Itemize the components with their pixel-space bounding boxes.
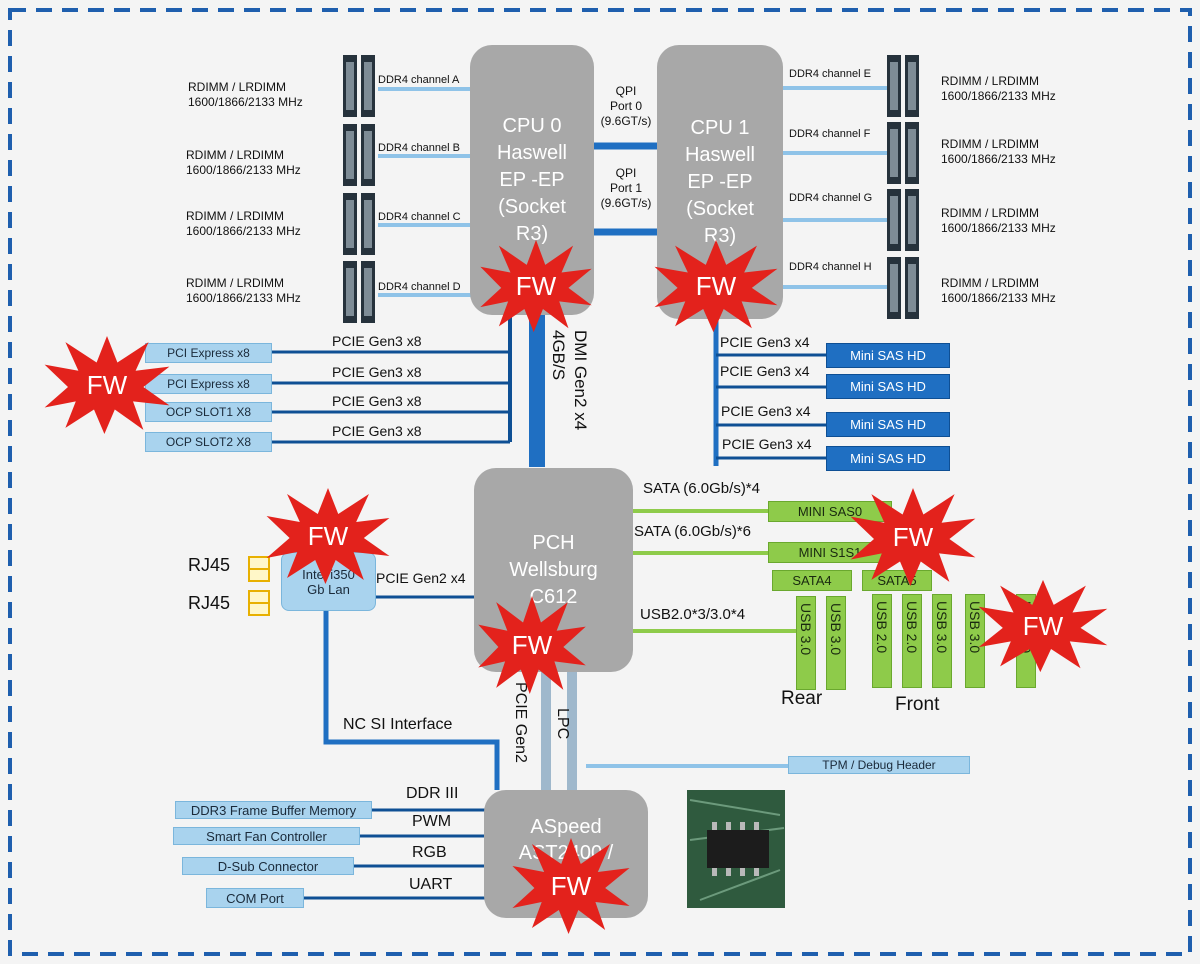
pcie-gen2-label: PCIE Gen2 [512,682,529,763]
usb-port-4: USB 2.0 [902,594,922,688]
fw-starburst-aspeed: FW [510,836,632,936]
usb-port-6: USB 3.0 [965,594,985,688]
ddr3-link-label: DDR III [406,785,459,802]
rear-label: Rear [781,688,823,709]
sas-link-4: PCIE Gen3 x4 [722,436,812,452]
pch-label: PCH Wellsburg C612 [509,531,598,608]
fw-starburst-pch: FW [476,594,588,696]
pcie-slot-2: PCI Express x8 [145,374,272,394]
fw-starburst-pcie: FW [42,334,172,436]
pcie-link-1: PCIE Gen3 x8 [332,333,422,349]
ncsi-label: NC SI Interface [343,716,453,733]
usb-port-5: USB 3.0 [932,594,952,688]
pwm-link-label: PWM [412,813,452,830]
dimm-h-label: RDIMM / LRDIMM 1600/1866/2133 MHz [941,276,1056,305]
ddr4-channel-a: DDR4 channel A [378,74,460,86]
com-port-box: COM Port [206,888,304,908]
pcie-link-4: PCIE Gen3 x8 [332,423,422,439]
pcie-link-3: PCIE Gen3 x8 [332,393,422,409]
pcie-link-2: PCIE Gen3 x8 [332,364,422,380]
dimm-c-label: RDIMM / LRDIMM 1600/1866/2133 MHz [186,209,301,238]
ddr4-channel-c: DDR4 channel C [378,211,461,223]
sata4-box: SATA4 [772,570,852,591]
fw-starburst-cpu1: FW [652,238,780,334]
rj45-port-icon [248,568,270,582]
ddr4-channel-e: DDR4 channel E [789,68,871,80]
mini-s1s1-box: MINI S1S1 [768,542,892,563]
lpc-label: LPC [554,708,571,740]
ddr4-channel-b: DDR4 channel B [378,142,460,154]
mini-sas0-box: MINI SAS0 [768,501,892,522]
sas-link-3: PCIE Gen3 x4 [721,403,811,419]
rj45-label-1: RJ45 [188,555,231,575]
tpm-debug-header-box: TPM / Debug Header [788,756,970,774]
smart-fan-controller-box: Smart Fan Controller [173,827,360,845]
mini-sas-hd-2: Mini SAS HD [826,374,950,399]
mini-sas-hd-1: Mini SAS HD [826,343,950,368]
mini-sas-hd-4: Mini SAS HD [826,446,950,471]
qpi1-label: QPI Port 1 (9.6GT/s) [600,166,652,210]
dimm-d-label: RDIMM / LRDIMM 1600/1866/2133 MHz [186,276,301,305]
qpi0-label: QPI Port 0 (9.6GT/s) [600,84,652,128]
ocp-slot-1: OCP SLOT1 X8 [145,402,272,422]
cpu1-label: CPU 1 Haswell EP -EP (Socket R3) [684,116,756,247]
dmi-label: DMI Gen2 x4 4GB/S [549,330,590,431]
mini-sas-hd-3: Mini SAS HD [826,412,950,437]
dimm-e-label: RDIMM / LRDIMM 1600/1866/2133 MHz [941,74,1056,103]
sas-link-1: PCIE Gen3 x4 [720,334,810,350]
dimm-icons-left [343,55,375,323]
ddr3-frame-buffer-box: DDR3 Frame Buffer Memory [175,801,372,819]
ddr4-channel-f: DDR4 channel F [789,128,871,140]
sata-link-1: SATA (6.0Gb/s)*4 [643,480,760,497]
ddr4-channel-g: DDR4 channel G [789,192,873,204]
fw-starburst-usb: FW [976,578,1110,674]
usb-port-2: USB 3.0 [826,596,846,690]
dimm-b-label: RDIMM / LRDIMM 1600/1866/2133 MHz [186,148,301,177]
sata-link-2: SATA (6.0Gb/s)*6 [634,523,751,540]
usb-link: USB2.0*3/3.0*4 [640,606,746,623]
dimm-g-label: RDIMM / LRDIMM 1600/1866/2133 MHz [941,206,1056,235]
dimm-f-label: RDIMM / LRDIMM 1600/1866/2133 MHz [941,137,1056,166]
ddr4-channel-h: DDR4 channel H [789,261,872,273]
front-label: Front [895,694,940,715]
fw-starburst-lan: FW [264,486,392,586]
uart-link-label: UART [409,876,453,893]
cpu0-label: CPU 0 Haswell EP -EP (Socket R3) [496,114,568,245]
dimm-icons-right [887,55,919,319]
dsub-connector-box: D-Sub Connector [182,857,354,875]
ddr4-channel-d: DDR4 channel D [378,281,461,293]
firmware-chip-image [687,790,785,908]
rj45-label-2: RJ45 [188,593,231,613]
usb-port-1: USB 3.0 [796,596,816,690]
fw-starburst-cpu0: FW [478,238,594,334]
rgb-link-label: RGB [412,844,447,861]
lan-link: PCIE Gen2 x4 [376,570,466,586]
usb-port-3: USB 2.0 [872,594,892,688]
dashed-frame [8,8,1192,956]
sas-link-2: PCIE Gen3 x4 [720,363,810,379]
pcie-slot-1: PCI Express x8 [145,343,272,363]
rj45-port-icon [248,602,270,616]
ocp-slot-2: OCP SLOT2 X8 [145,432,272,452]
dimm-a-label: RDIMM / LRDIMM 1600/1866/2133 MHz [188,80,303,109]
fw-starburst-sata: FW [848,486,978,588]
